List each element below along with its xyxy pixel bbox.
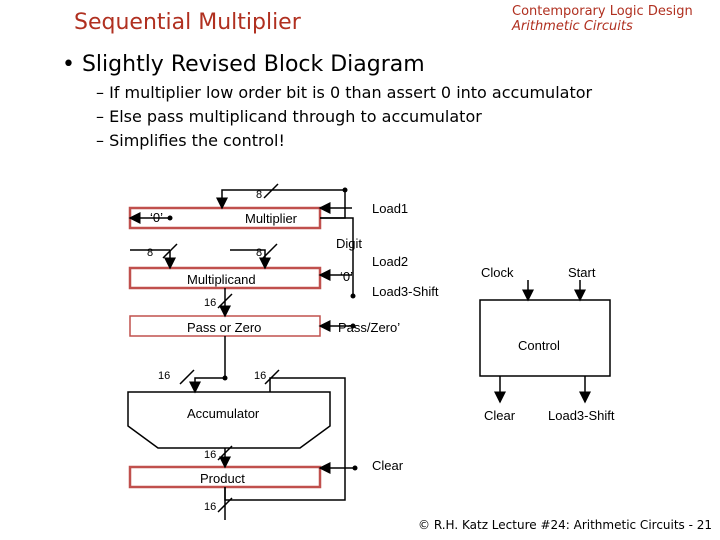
bus-slash: [264, 369, 280, 385]
multiplier-label: Multiplier: [245, 211, 298, 226]
bus-slash: [262, 243, 278, 259]
mcand-right-wire: [230, 249, 271, 270]
load3-shift-out-label: Load3-Shift: [548, 408, 615, 423]
subpoint-3: – Simplifies the control!: [96, 131, 285, 150]
pass-zero-label: Pass/Zero’: [338, 320, 400, 335]
digit-wire: [320, 217, 354, 296]
bus-slash: [217, 293, 233, 309]
bus-width-label: 16: [204, 501, 216, 513]
accumulator-label: Accumulator: [187, 406, 260, 421]
subpoint-1: – If multiplier low order bit is 0 than …: [96, 83, 593, 102]
multiplicand-label: Multiplicand: [187, 272, 256, 287]
clear-mid-label: Clear: [372, 458, 404, 473]
bus-slash: [162, 243, 178, 259]
bus-width-label: 16: [158, 370, 170, 382]
start-label: Start: [568, 265, 596, 280]
bus-width-label: 8: [147, 247, 153, 259]
accumulator-shape: [127, 391, 331, 449]
load3-shift-mid-label: Load3-Shift: [372, 284, 439, 299]
subpoint-2: – Else pass multiplicand through to accu…: [96, 107, 482, 126]
zero-in-label: ‘0’: [340, 269, 353, 284]
slide-title: Sequential Multiplier: [74, 10, 301, 35]
bus-width-label: 8: [256, 247, 262, 259]
bullet-heading: • Slightly Revised Block Diagram: [62, 52, 425, 77]
product-label: Product: [200, 471, 245, 486]
pass-or-zero-label: Pass or Zero: [187, 320, 261, 335]
bus-slash: [263, 183, 279, 199]
clear-out-label: Clear: [484, 408, 516, 423]
control-label: Control: [518, 338, 560, 353]
bus-slash: [179, 369, 195, 385]
load1-label: Load1: [372, 201, 408, 216]
course-title: Contemporary Logic Design: [512, 4, 693, 19]
bus-width-label: 16: [204, 449, 216, 461]
bus-width-label: 16: [204, 297, 216, 309]
footer: © R.H. Katz Lecture #24: Arithmetic Circ…: [418, 518, 713, 532]
bus-slash: [217, 445, 233, 461]
load2-label: Load2: [372, 254, 408, 269]
zero-shift-label: ‘0’: [150, 210, 163, 225]
clock-label: Clock: [481, 265, 514, 280]
course-subtitle: Arithmetic Circuits: [512, 19, 633, 34]
bus-slash: [217, 497, 233, 513]
bus-width-label: 16: [254, 370, 266, 382]
pass-acc-wire: [189, 336, 226, 394]
bus-width-label: 8: [256, 189, 262, 201]
digit-label: Digit: [336, 236, 362, 251]
control-box: [479, 299, 611, 377]
